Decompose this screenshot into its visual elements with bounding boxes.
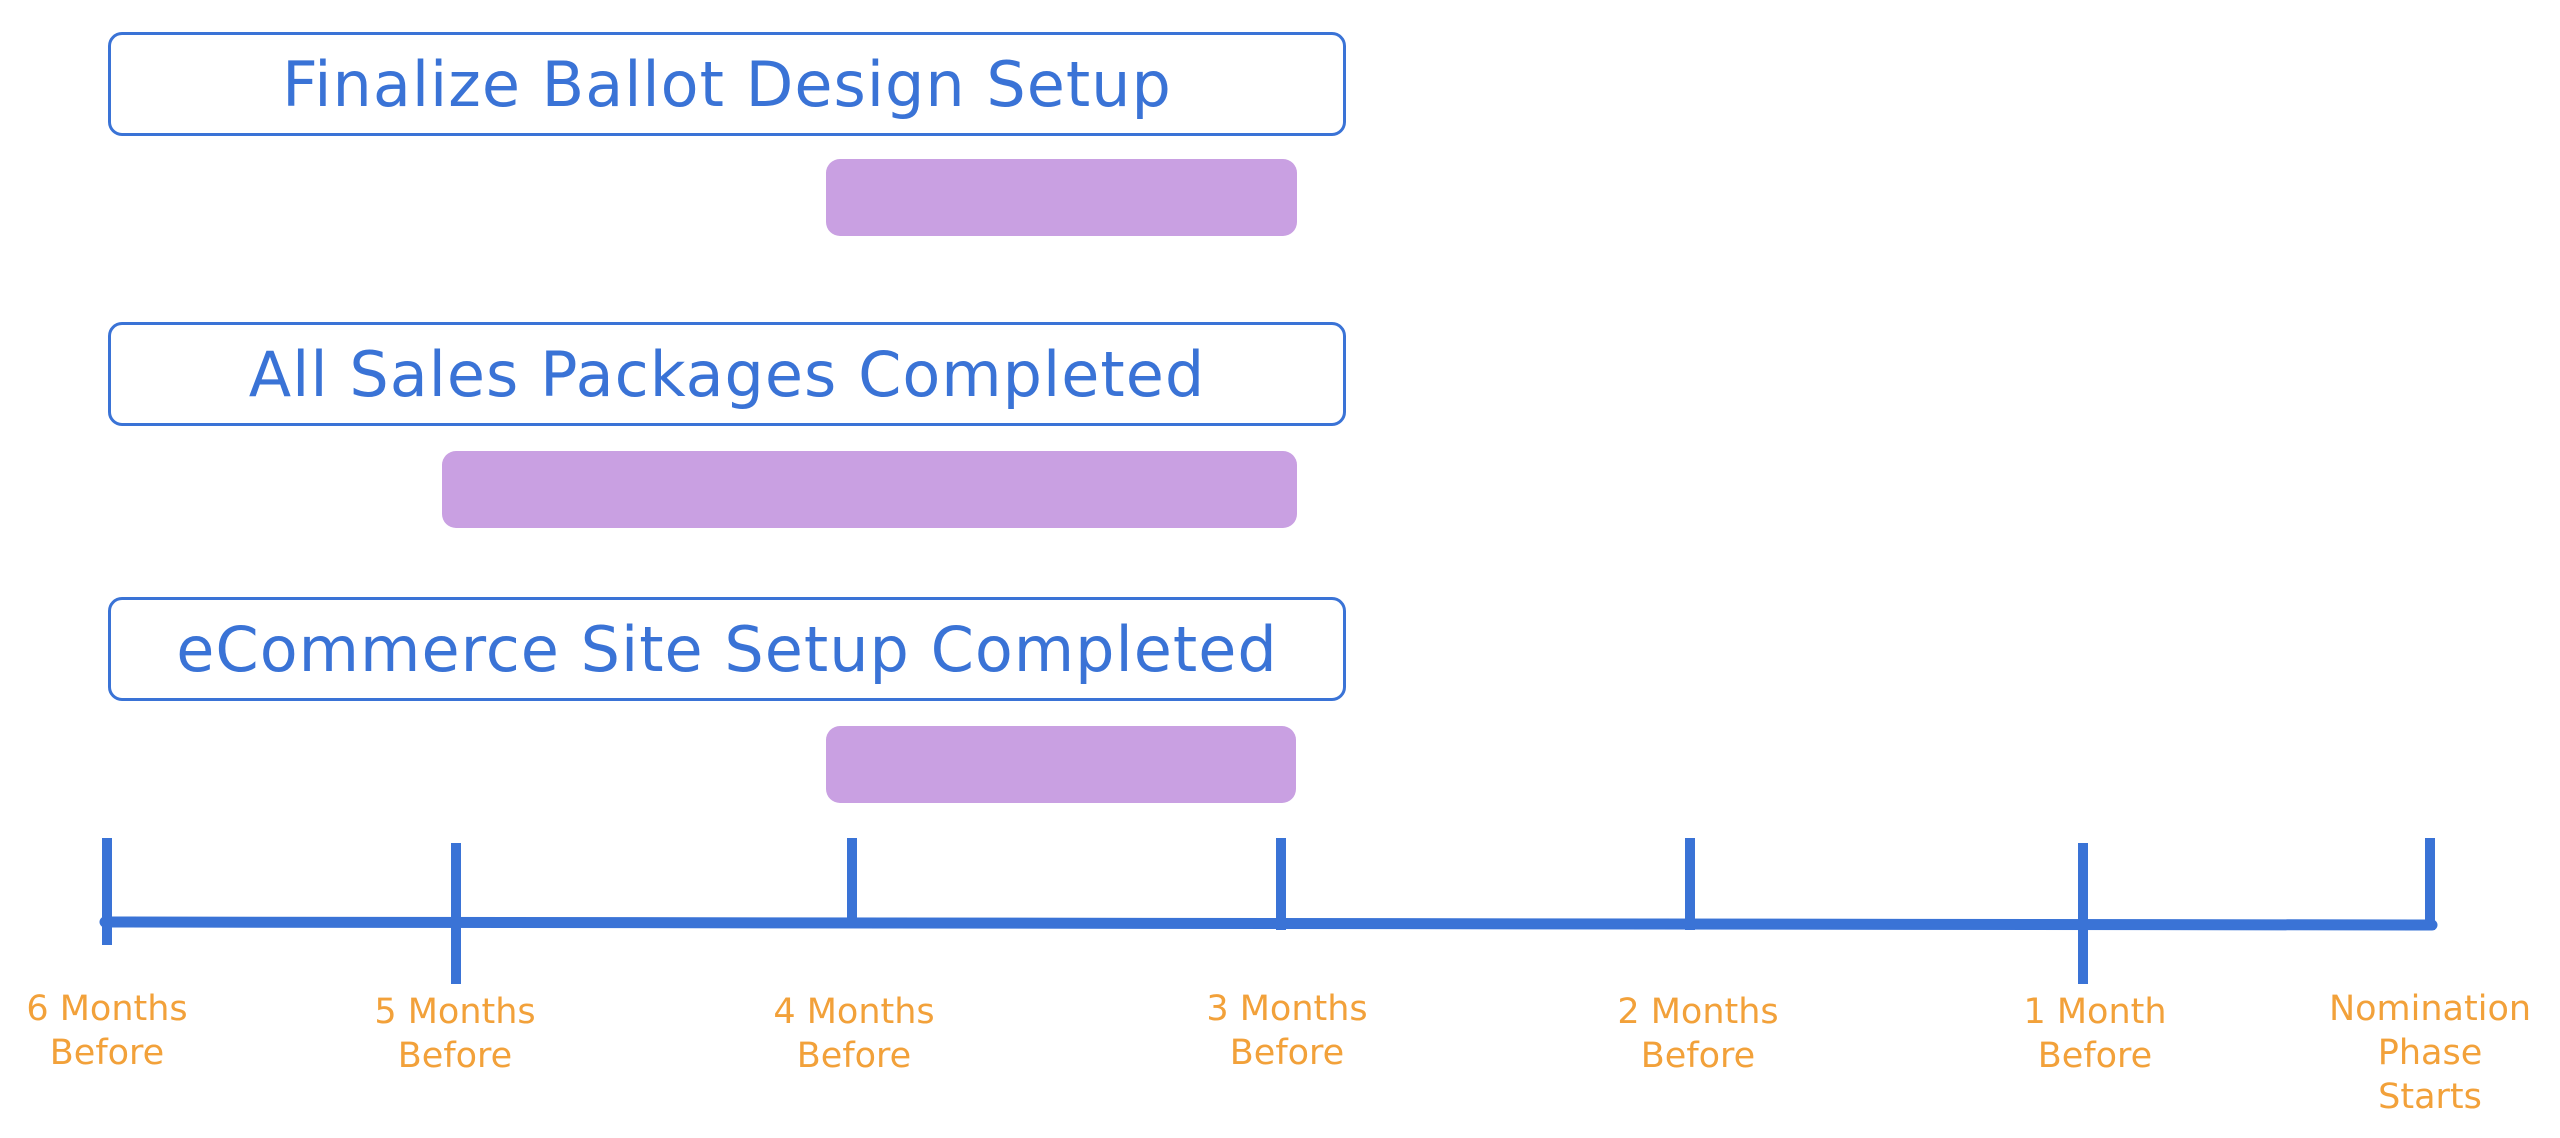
task-label: Finalize Ballot Design Setup bbox=[282, 47, 1172, 121]
task-bar-ecommerce-site-setup bbox=[826, 726, 1296, 803]
tick-label-3-months: 3 Months Before bbox=[1206, 989, 1368, 1073]
task-label: eCommerce Site Setup Completed bbox=[176, 612, 1278, 686]
task-label: All Sales Packages Completed bbox=[248, 337, 1206, 411]
task-box-all-sales-packages: All Sales Packages Completed bbox=[108, 322, 1346, 426]
tick-label-6-months: 6 Months Before bbox=[26, 989, 188, 1073]
tick-label-2-months: 2 Months Before bbox=[1617, 992, 1779, 1076]
task-bar-finalize-ballot-design bbox=[826, 159, 1297, 236]
tick-label-5-months: 5 Months Before bbox=[374, 992, 536, 1076]
tick-label-1-month: 1 Month Before bbox=[2023, 992, 2167, 1076]
task-box-ecommerce-site-setup: eCommerce Site Setup Completed bbox=[108, 597, 1346, 701]
task-box-finalize-ballot-design: Finalize Ballot Design Setup bbox=[108, 32, 1346, 136]
tick-label-nomination-phase: Nomination Phase Starts bbox=[2328, 989, 2532, 1117]
task-bar-all-sales-packages bbox=[442, 451, 1297, 528]
tick-label-4-months: 4 Months Before bbox=[773, 992, 935, 1076]
timeline-line bbox=[99, 916, 2438, 931]
